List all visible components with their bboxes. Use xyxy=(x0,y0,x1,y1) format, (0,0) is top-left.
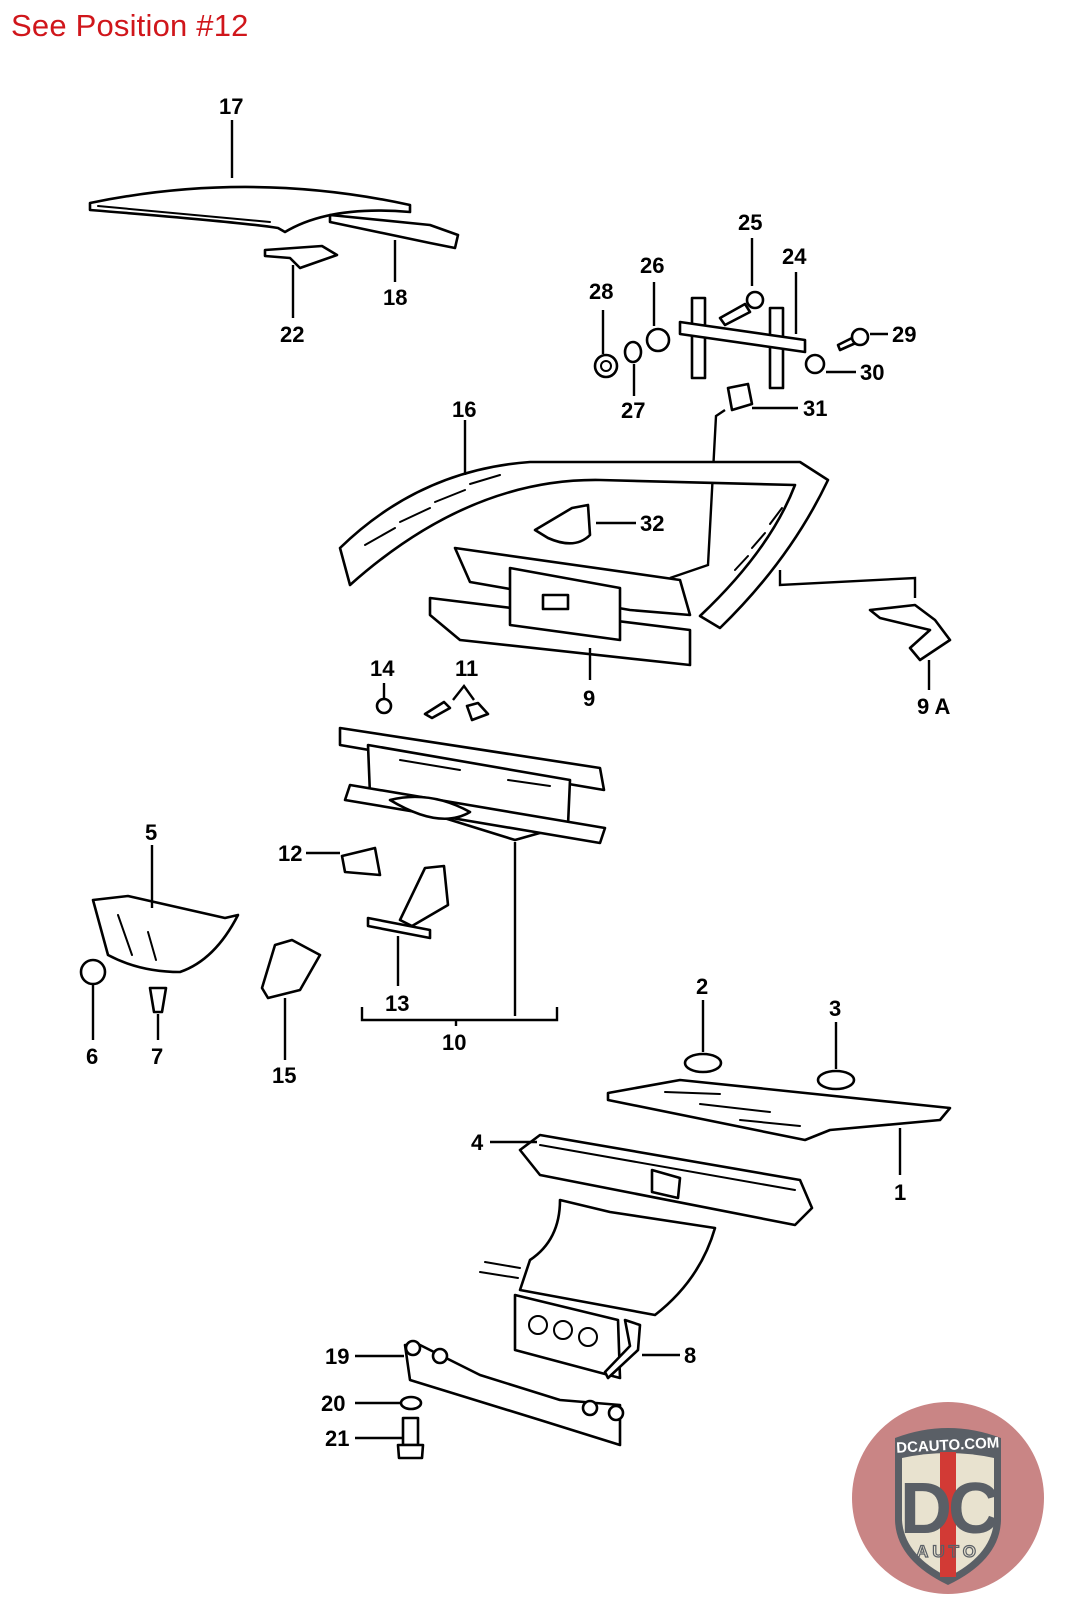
callout-13: 13 xyxy=(385,991,409,1016)
part-9a-corner-piece[interactable] xyxy=(868,603,952,662)
callout-14: 14 xyxy=(370,656,395,681)
callout-18: 18 xyxy=(383,285,407,310)
part-27-washer[interactable] xyxy=(623,340,643,364)
part-28-nut[interactable] xyxy=(593,353,619,379)
part-17-roof-panel[interactable] xyxy=(88,185,412,234)
body-tunnel-section xyxy=(479,1198,717,1380)
part-31-bushing[interactable] xyxy=(726,382,754,412)
part-16-roof-frame[interactable] xyxy=(338,460,830,630)
callout-11: 11 xyxy=(455,656,478,681)
callout-1: 1 xyxy=(894,1180,906,1205)
part-8-bracket[interactable] xyxy=(603,1318,642,1380)
part-29-screw[interactable] xyxy=(836,327,870,352)
part-6-grommet[interactable] xyxy=(79,958,107,986)
part-10-crossmember[interactable] xyxy=(338,726,607,845)
part-5-tray[interactable] xyxy=(91,894,240,974)
logo-domain-text: DCAUTO.COM xyxy=(896,1434,1000,1456)
callout-17: 17 xyxy=(219,94,243,119)
callout-16: 16 xyxy=(452,397,476,422)
part-4-cross-tube[interactable] xyxy=(518,1133,814,1227)
part-30-washer[interactable] xyxy=(804,353,826,375)
callout-19: 19 xyxy=(325,1344,349,1369)
callout-28: 28 xyxy=(589,279,613,304)
logo-stripe xyxy=(940,1452,956,1577)
part-19-transmission-mount[interactable] xyxy=(403,1339,625,1447)
callout-4: 4 xyxy=(471,1130,484,1155)
callout-12: 12 xyxy=(278,841,302,866)
logo-monogram: DC xyxy=(900,1469,999,1549)
callout-31: 31 xyxy=(803,396,827,421)
part-18-roof-rail[interactable] xyxy=(328,213,460,250)
callout-9: 9 xyxy=(583,686,595,711)
callout-10: 10 xyxy=(442,1030,466,1055)
leader-9a-bracket xyxy=(778,570,917,598)
part-12-bracket[interactable] xyxy=(340,846,382,877)
callout-30: 30 xyxy=(860,360,884,385)
callout-20: 20 xyxy=(321,1391,345,1416)
part-22-bracket[interactable] xyxy=(263,244,339,270)
callout-24: 24 xyxy=(782,244,807,269)
callout-29: 29 xyxy=(892,322,916,347)
callout-9a: 9 A xyxy=(917,694,951,719)
part-1-floor-panel[interactable] xyxy=(606,1078,952,1142)
part-21-bolt[interactable] xyxy=(396,1416,425,1460)
part-24-hinge-bracket[interactable] xyxy=(678,296,807,390)
callout-2: 2 xyxy=(696,974,708,999)
part-13-support[interactable] xyxy=(366,864,450,940)
part-15-bracket[interactable] xyxy=(260,938,322,1000)
part-7-plug[interactable] xyxy=(148,986,168,1014)
callout-32: 32 xyxy=(640,511,664,536)
callout-26: 26 xyxy=(640,253,664,278)
part-32-bracket[interactable] xyxy=(533,503,592,545)
callout-22: 22 xyxy=(280,322,304,347)
part-2-plug[interactable] xyxy=(683,1052,723,1074)
callout-8: 8 xyxy=(684,1343,696,1368)
callout-5: 5 xyxy=(145,820,157,845)
part-9-rear-panel[interactable] xyxy=(428,546,692,667)
part-3-plug[interactable] xyxy=(816,1069,856,1091)
callout-7: 7 xyxy=(151,1044,163,1069)
leader-11 xyxy=(452,683,475,701)
part-20-washer[interactable] xyxy=(399,1395,423,1411)
dcauto-logo: DCAUTO.COM DC AUTO xyxy=(852,1402,1044,1594)
part-14-nut[interactable] xyxy=(375,697,393,715)
callout-21: 21 xyxy=(325,1426,349,1451)
callout-3: 3 xyxy=(829,996,841,1021)
part-25-bolt[interactable] xyxy=(718,290,765,327)
callout-15: 15 xyxy=(272,1063,296,1088)
callout-25: 25 xyxy=(738,210,762,235)
callout-6: 6 xyxy=(86,1044,98,1069)
leader-31-to-9 xyxy=(669,409,726,580)
part-26-grommet[interactable] xyxy=(645,327,671,353)
logo-subtext: AUTO xyxy=(916,1542,980,1561)
part-11-clips[interactable] xyxy=(423,700,490,722)
see-position-note: See Position #12 xyxy=(11,8,249,43)
leader-10-bracket xyxy=(360,1007,559,1022)
callout-27: 27 xyxy=(621,398,645,423)
